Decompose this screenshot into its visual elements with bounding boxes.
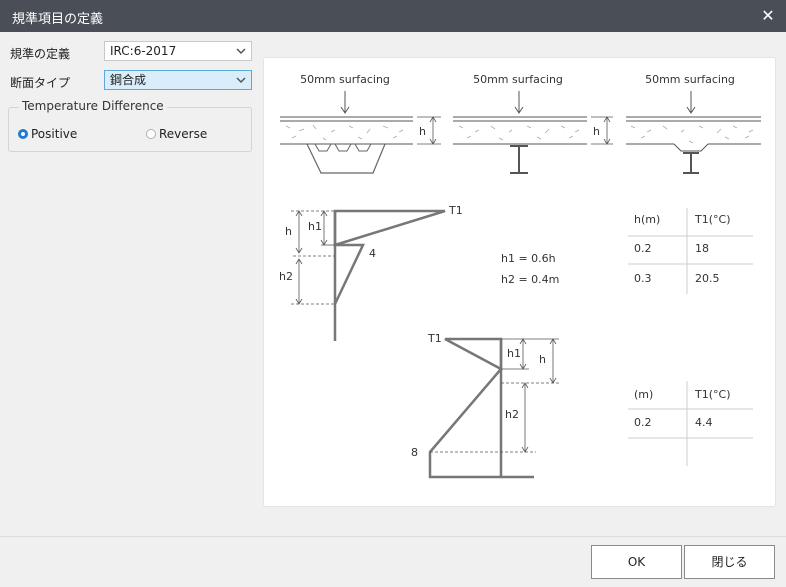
h2-label: h2 [505, 408, 519, 421]
positive-profile-diagram: T1 4 h h1 h2 [279, 204, 463, 341]
close-button[interactable]: 閉じる [684, 545, 775, 579]
section-box-girder: 50mm surfacing h [280, 73, 441, 174]
table-header: h(m) [634, 213, 660, 226]
h-label: h [419, 125, 426, 138]
temperature-diagram: 50mm surfacing h 50mm surfacing [279, 73, 761, 479]
positive-temperature-table: h(m) T1(°C) 0.2 18 0.3 20.5 [628, 208, 753, 294]
t1-label: T1 [448, 204, 463, 217]
surfacing-label: 50mm surfacing [473, 73, 563, 86]
table-header: (m) [634, 388, 653, 401]
reverse-temperature-table: (m) T1(°C) 0.2 4.4 [628, 381, 753, 466]
title-bar: 規準項目の定義 ✕ [0, 0, 786, 32]
radio-selected-icon [18, 129, 28, 139]
radio-unselected-icon [146, 129, 156, 139]
h-label: h [285, 225, 292, 238]
table-cell: 0.2 [634, 416, 652, 429]
standard-label: 規準の定義 [10, 47, 71, 61]
h-label: h [593, 125, 600, 138]
h1-label: h1 [507, 347, 521, 360]
surfacing-label: 50mm surfacing [300, 73, 390, 86]
table-cell: 18 [695, 242, 709, 255]
section-type-select[interactable]: 鋼合成 [104, 70, 252, 90]
reverse-profile-diagram: T1 h1 h h2 8 [411, 332, 559, 479]
section-haunched-girder: 50mm surfacing [626, 73, 761, 174]
chevron-down-icon [236, 48, 246, 55]
section-type-value: 鋼合成 [110, 73, 147, 87]
h-label: h [539, 353, 546, 366]
window-title: 規準項目の定義 [12, 12, 104, 27]
standard-select[interactable]: IRC:6-2017 [104, 41, 252, 61]
standard-value: IRC:6-2017 [110, 44, 177, 58]
reverse-radio[interactable]: Reverse [146, 127, 207, 141]
footer-divider [0, 536, 786, 537]
surfacing-label: 50mm surfacing [645, 73, 735, 86]
ok-button[interactable]: OK [591, 545, 682, 579]
table-cell: 20.5 [695, 272, 720, 285]
table-cell: 0.2 [634, 242, 652, 255]
positive-label: Positive [31, 127, 78, 141]
table-cell: 4.4 [695, 416, 713, 429]
close-icon[interactable]: ✕ [761, 6, 775, 25]
h2-formula: h2 = 0.4m [501, 273, 559, 286]
t1-label: T1 [427, 332, 442, 345]
temperature-difference-group: Temperature Difference Positive Reverse [8, 99, 252, 152]
positive-radio[interactable]: Positive [18, 127, 77, 141]
section-steel-i-girder: 50mm surfacing h [453, 73, 613, 174]
table-cell: 0.3 [634, 272, 652, 285]
value-8-label: 8 [411, 446, 418, 459]
diagram-panel: 50mm surfacing h 50mm surfacing [263, 57, 776, 507]
temperature-difference-legend: Temperature Difference [19, 99, 167, 113]
reverse-label: Reverse [159, 127, 208, 141]
chevron-down-icon [236, 77, 246, 84]
value-4-label: 4 [369, 247, 376, 260]
table-header: T1(°C) [694, 388, 730, 401]
h1-formula: h1 = 0.6h [501, 252, 556, 265]
section-type-label: 断面タイプ [10, 76, 71, 90]
table-header: T1(°C) [694, 213, 730, 226]
h2-label: h2 [279, 270, 293, 283]
h1-label: h1 [308, 220, 322, 233]
